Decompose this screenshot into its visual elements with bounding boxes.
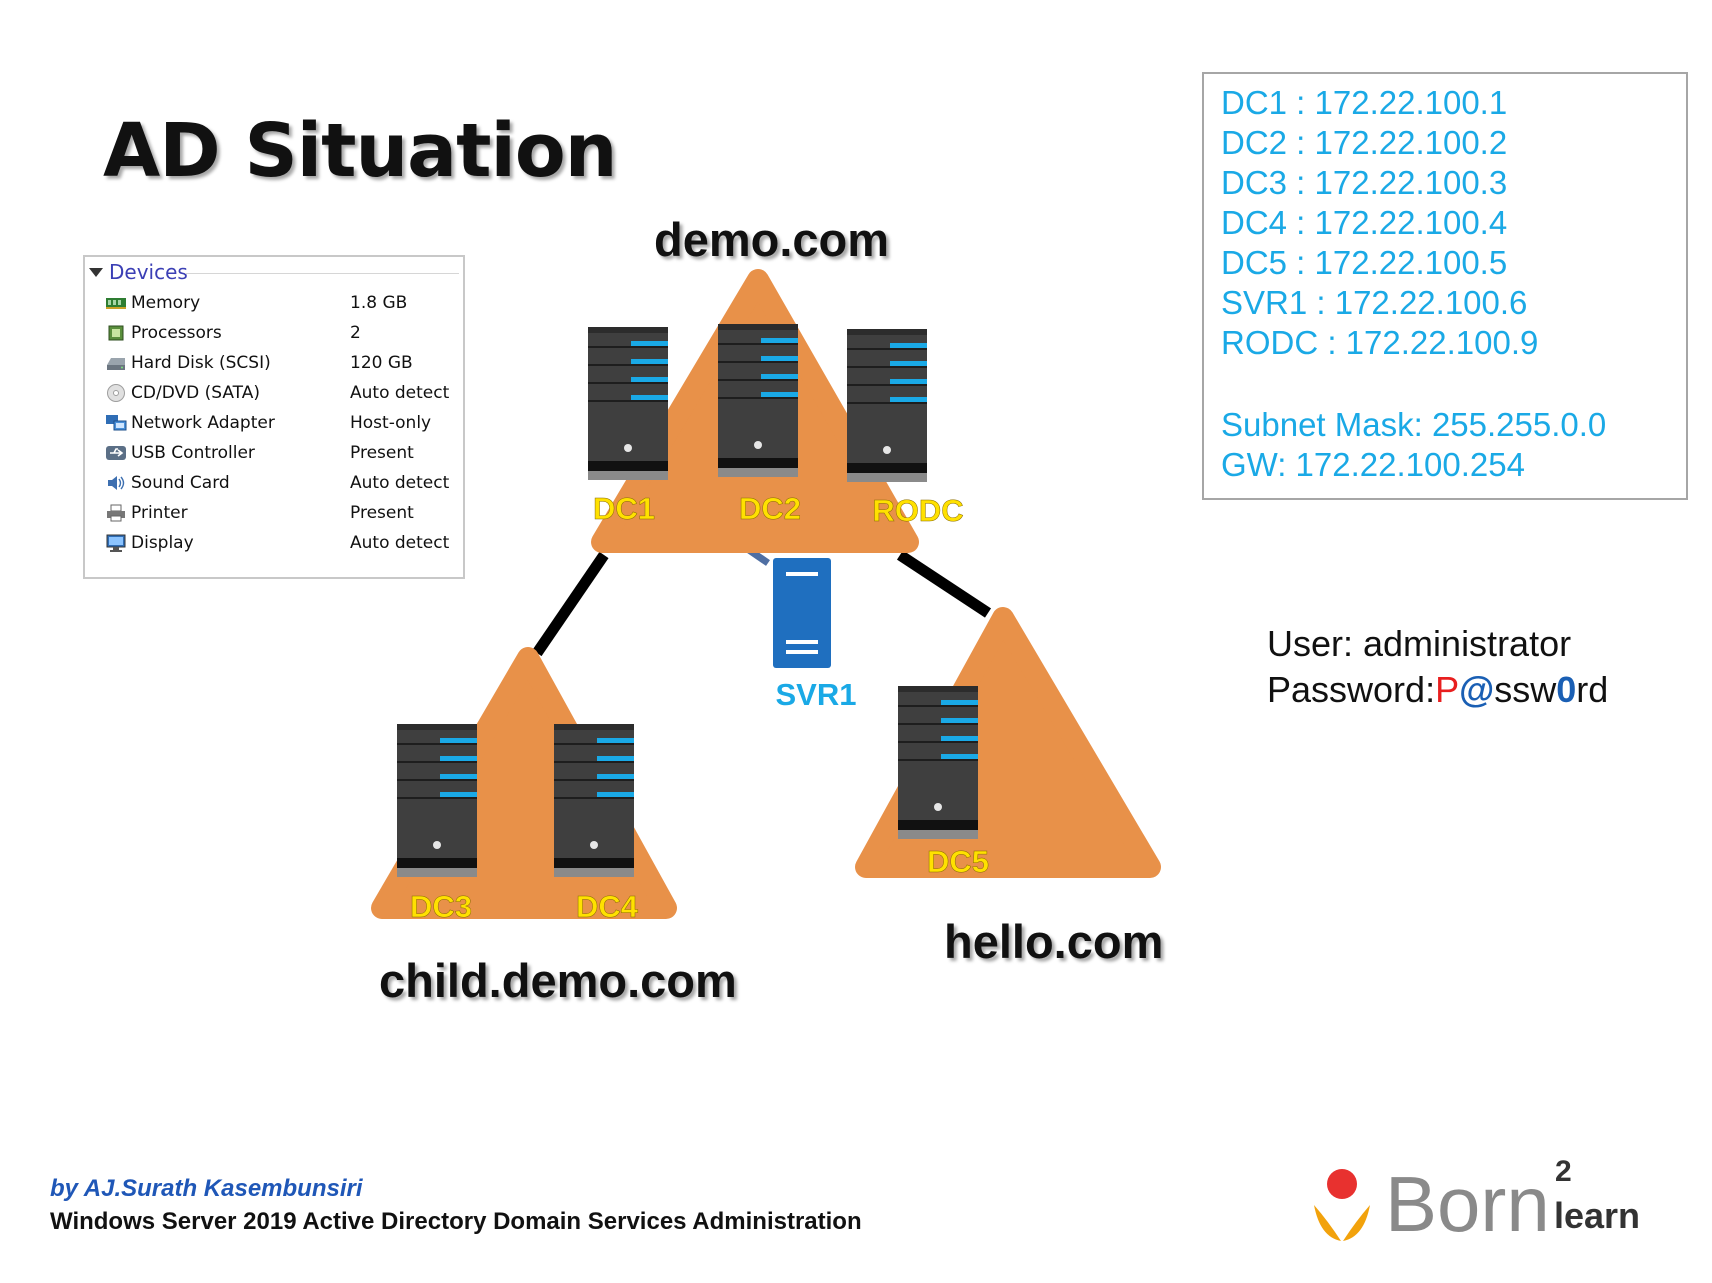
domain-label-demo-com: demo.com — [654, 213, 890, 266]
device-value: Auto detect — [350, 533, 450, 553]
devices-panel: Devices Memory 1.8 GB Processors 2 Hard … — [83, 255, 465, 579]
password-credential: Password:P@ssw0rd — [1267, 669, 1608, 711]
hard-disk-icon — [107, 358, 125, 370]
ip-line-dc2: DC2 : 172.22.100.2 — [1221, 124, 1508, 161]
ip-line-dc5: DC5 : 172.22.100.5 — [1221, 244, 1508, 281]
course-title: Windows Server 2019 Active Directory Dom… — [50, 1208, 862, 1235]
network-adapter-icon — [106, 415, 127, 431]
dc3-label: DC3 — [410, 889, 472, 924]
dc5-label: DC5 — [927, 844, 989, 879]
device-row-processors[interactable]: Processors 2 — [105, 319, 455, 349]
domain-label-child-demo-com: child.demo.com — [379, 954, 737, 1007]
device-row-sound-card[interactable]: Sound Card Auto detect — [105, 469, 455, 499]
dc2-server-icon — [717, 323, 799, 478]
device-name: USB Controller — [131, 443, 255, 463]
logo-subword: learn — [1554, 1195, 1641, 1236]
device-row-memory[interactable]: Memory 1.8 GB — [105, 289, 455, 319]
ip-line-dc1: DC1 : 172.22.100.1 — [1221, 84, 1508, 121]
device-name: Hard Disk (SCSI) — [131, 353, 271, 373]
devices-header-label: Devices — [109, 260, 188, 284]
dc4-server-icon — [553, 723, 635, 878]
printer-icon — [107, 504, 125, 522]
born2learn-logo: Born 2 learn — [1310, 1155, 1650, 1248]
dc2-label: DC2 — [739, 491, 801, 526]
processor-icon — [108, 325, 124, 341]
dc5-server-icon — [897, 685, 979, 840]
svr1-server-icon — [773, 558, 831, 668]
device-value: Present — [350, 443, 414, 463]
gateway: GW: 172.22.100.254 — [1221, 446, 1525, 483]
device-name: Printer — [131, 503, 188, 523]
device-value: Present — [350, 503, 414, 523]
rodc-server-icon — [846, 328, 928, 483]
svr1-label: SVR1 — [776, 677, 857, 712]
device-name: Sound Card — [131, 473, 230, 493]
logo-word: Born — [1385, 1160, 1550, 1248]
device-value: 2 — [350, 323, 361, 343]
domain-label-hello-com: hello.com — [944, 915, 1164, 968]
device-value: 1.8 GB — [350, 293, 408, 313]
logo-mark-icon — [1314, 1169, 1370, 1241]
sound-card-icon — [108, 476, 125, 490]
password-part: rd — [1576, 669, 1609, 710]
device-row-usb-controller[interactable]: USB Controller Present — [105, 439, 455, 469]
password-part: 0 — [1556, 669, 1577, 710]
device-name: Processors — [131, 323, 222, 343]
device-row-hard-disk[interactable]: Hard Disk (SCSI) 120 GB — [105, 349, 455, 379]
device-name: Network Adapter — [131, 413, 275, 433]
memory-icon — [106, 298, 126, 309]
devices-header-divider — [185, 273, 459, 274]
password-label: Password: — [1267, 669, 1436, 710]
device-row-printer[interactable]: Printer Present — [105, 499, 455, 529]
user-credential: User: administrator — [1267, 623, 1572, 664]
device-name: Display — [131, 533, 194, 553]
device-value: Auto detect — [350, 473, 450, 493]
dc1-label: DC1 — [593, 491, 655, 526]
logo-superscript: 2 — [1555, 1155, 1572, 1188]
ip-line-svr1: SVR1 : 172.22.100.6 — [1221, 284, 1528, 321]
device-value: Auto detect — [350, 383, 450, 403]
dc1-server-icon — [587, 326, 669, 481]
dc3-server-icon — [396, 723, 478, 878]
link-demo-to-child — [532, 551, 609, 657]
usb-icon — [106, 446, 126, 460]
ip-address-box: DC1 : 172.22.100.1 DC2 : 172.22.100.2 DC… — [1202, 72, 1688, 500]
subnet-mask: Subnet Mask: 255.255.0.0 — [1221, 406, 1607, 443]
device-name: CD/DVD (SATA) — [131, 383, 260, 403]
device-row-network-adapter[interactable]: Network Adapter Host-only — [105, 409, 455, 439]
link-demo-to-hello — [896, 550, 992, 618]
password-part: ssw — [1494, 669, 1557, 710]
password-part: @ — [1459, 669, 1495, 710]
ip-line-dc4: DC4 : 172.22.100.4 — [1221, 204, 1508, 241]
dc4-label: DC4 — [576, 889, 639, 924]
device-value: 120 GB — [350, 353, 413, 373]
password-part: P — [1435, 669, 1460, 710]
rodc-label: RODC — [872, 493, 963, 528]
cd-dvd-icon — [107, 384, 125, 402]
device-value: Host-only — [350, 413, 432, 433]
ip-line-rodc: RODC : 172.22.100.9 — [1221, 324, 1539, 361]
device-name: Memory — [131, 293, 201, 313]
display-icon — [106, 534, 126, 552]
device-row-display[interactable]: Display Auto detect — [105, 529, 455, 559]
devices-header[interactable]: Devices — [87, 260, 188, 284]
collapse-triangle-icon[interactable] — [89, 268, 103, 277]
page-title: AD Situation — [103, 108, 617, 194]
ip-line-dc3: DC3 : 172.22.100.3 — [1221, 164, 1508, 201]
author-credit: by AJ.Surath Kasembunsiri — [50, 1175, 363, 1202]
device-row-cd-dvd[interactable]: CD/DVD (SATA) Auto detect — [105, 379, 455, 409]
